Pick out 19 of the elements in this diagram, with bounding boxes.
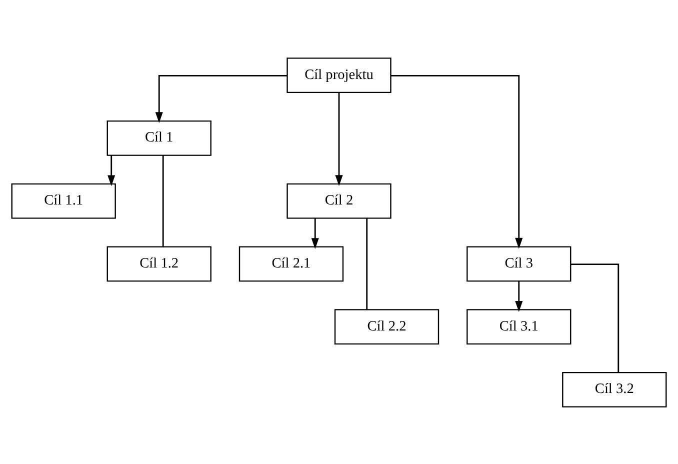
node-box: Cíl 1.1 — [11, 182, 116, 218]
arrow — [335, 92, 343, 186]
node-box: Cíl 3.2 — [562, 372, 667, 407]
connector — [366, 218, 368, 310]
node-box: Cíl 2.2 — [334, 308, 440, 344]
connector — [570, 263, 620, 372]
arrow — [390, 74, 523, 248]
node-box: Cíl 2 — [286, 182, 392, 218]
node-box: Cíl 3 — [466, 246, 572, 282]
node-box: Cíl 2.1 — [238, 246, 344, 282]
arrow — [311, 218, 319, 248]
node-box: Cíl 3.1 — [466, 308, 572, 344]
connector — [162, 154, 164, 246]
arrow — [108, 154, 116, 186]
node-box: Cíl 1 — [106, 120, 212, 156]
node-box: Cíl 1.2 — [106, 246, 212, 282]
arrow — [515, 280, 523, 312]
node-box: Cíl projektu — [286, 57, 392, 92]
arrow — [155, 74, 288, 122]
